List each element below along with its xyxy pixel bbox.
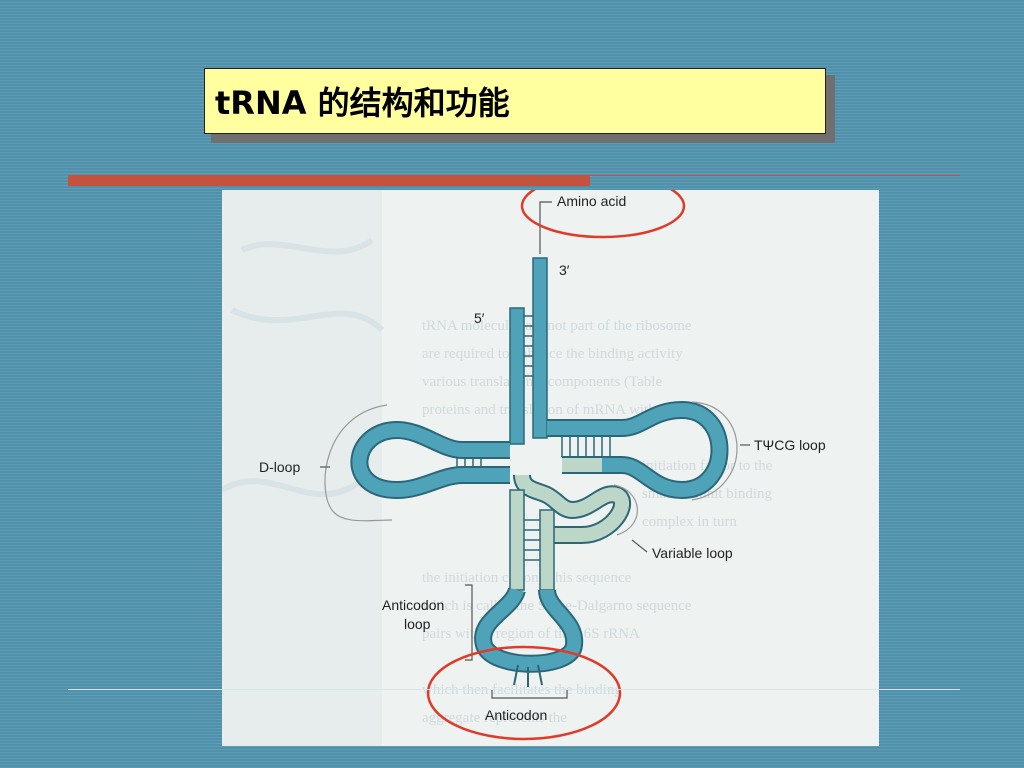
- svg-text:complex in turn: complex in turn: [642, 514, 737, 530]
- anticodon-label: Anticodon: [485, 707, 547, 723]
- anticodon-loop-label-line1: Anticodon: [382, 597, 444, 613]
- anticodon-arm: [465, 489, 584, 699]
- leader-lines: [320, 201, 750, 553]
- trna-diagram: tRNA molecules are not part of the ribos…: [222, 190, 826, 746]
- page-title: tRNA 的结构和功能: [215, 84, 510, 122]
- tpsic-arm: [547, 401, 738, 501]
- amino-acid-label: Amino acid: [557, 193, 626, 209]
- d-arm: [324, 404, 510, 522]
- five-prime-label: 5′: [474, 310, 485, 326]
- svg-text:are required to enhance the bi: are required to enhance the binding acti…: [422, 346, 683, 362]
- variable-loop: [513, 473, 638, 544]
- amino-acid-highlight: [520, 190, 686, 239]
- title-box: tRNA 的结构和功能: [204, 68, 826, 134]
- three-prime-label: 3′: [559, 262, 570, 278]
- d-loop-label: D-loop: [259, 459, 300, 475]
- anticodon-loop-label-line2: loop: [404, 616, 431, 632]
- svg-text:tRNA molecules are not part of: tRNA molecules are not part of the ribos…: [422, 318, 692, 334]
- svg-text:aggregate represents the: aggregate represents the: [422, 710, 567, 726]
- svg-text:pairs with a region of the 16S: pairs with a region of the 16S rRNA: [422, 626, 640, 642]
- tpsicg-loop-label: TΨCG loop: [754, 437, 826, 453]
- trna-figure: tRNA molecules are not part of the ribos…: [222, 190, 879, 746]
- variable-loop-label: Variable loop: [652, 545, 733, 561]
- accent-line: [590, 175, 960, 176]
- acceptor-stem: [509, 257, 548, 445]
- accent-bar: [68, 175, 590, 186]
- svg-text:the initiation codon. This seq: the initiation codon. This sequence: [422, 570, 632, 586]
- anticodon-highlight: [426, 645, 622, 741]
- svg-text:which then facilitates the bin: which then facilitates the binding: [422, 682, 622, 698]
- bottom-rule: [68, 689, 960, 690]
